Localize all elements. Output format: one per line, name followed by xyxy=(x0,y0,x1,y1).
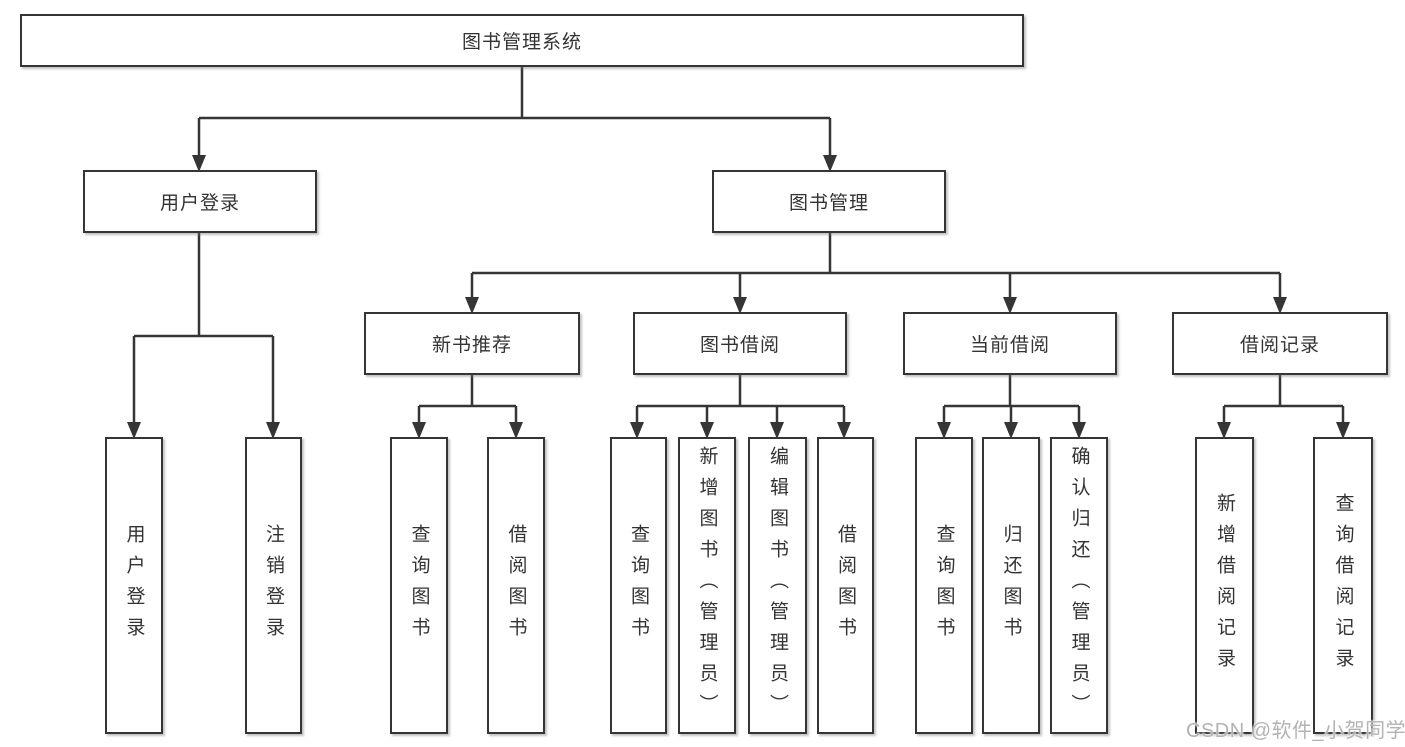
arrow-down-icon xyxy=(1004,422,1018,439)
node-label: 图书借阅 xyxy=(699,335,780,356)
node-label: 新书推荐 xyxy=(431,335,512,356)
csdn-watermark: CSDN @软件_小贺同学 xyxy=(1186,720,1405,742)
node-label: 图书管理系统 xyxy=(461,32,582,53)
node-current-borrowing: 当前借阅 xyxy=(903,312,1117,375)
node-book-management: 图书管理 xyxy=(712,170,946,233)
leaf-records-query-record: 查询借阅记录 xyxy=(1313,437,1373,734)
node-label: 编辑图书（管理员） xyxy=(767,446,788,725)
node-label: 图书管理 xyxy=(788,193,869,214)
node-label: 借阅记录 xyxy=(1239,335,1320,356)
arrow-down-icon xyxy=(266,422,280,439)
arrow-down-icon xyxy=(823,155,837,172)
arrow-down-icon xyxy=(1273,297,1287,314)
node-label: 用户登录 xyxy=(123,523,145,648)
arrow-down-icon xyxy=(770,422,784,439)
leaf-recommend-borrow-books: 借阅图书 xyxy=(487,437,545,734)
arrow-down-icon xyxy=(127,422,141,439)
leaf-borrowing-borrow-books: 借阅图书 xyxy=(817,437,874,734)
node-label: 查询借阅记录 xyxy=(1332,492,1354,679)
node-label: 当前借阅 xyxy=(969,335,1050,356)
arrow-down-icon xyxy=(509,422,523,439)
leaf-borrowing-add-books-admin: 新增图书（管理员） xyxy=(678,437,736,734)
node-label: 查询图书 xyxy=(408,523,430,648)
arrow-down-icon xyxy=(412,422,426,439)
node-borrowing-records: 借阅记录 xyxy=(1172,312,1388,375)
node-label: 用户登录 xyxy=(159,193,240,214)
arrow-down-icon xyxy=(630,422,644,439)
leaf-borrowing-edit-books-admin: 编辑图书（管理员） xyxy=(748,437,807,734)
connector-path xyxy=(132,67,1345,424)
leaf-current-confirm-return-admin: 确认归还（管理员） xyxy=(1050,437,1108,734)
node-label: 查询图书 xyxy=(628,523,649,648)
node-label: 借阅图书 xyxy=(505,523,527,648)
node-label: 借阅图书 xyxy=(835,523,856,648)
node-book-borrowing: 图书借阅 xyxy=(633,312,847,375)
leaf-user-login: 用户登录 xyxy=(105,437,163,734)
arrowheads xyxy=(127,155,1350,439)
leaf-current-query-books: 查询图书 xyxy=(915,437,973,734)
arrow-down-icon xyxy=(192,155,206,172)
node-label: 确认归还（管理员） xyxy=(1068,446,1090,725)
leaf-recommend-query-books: 查询图书 xyxy=(390,437,448,734)
leaf-current-return-books: 归还图书 xyxy=(982,437,1040,734)
node-label: 查询图书 xyxy=(933,523,955,648)
node-label: 新增图书（管理员） xyxy=(696,446,718,725)
leaf-records-add-record: 新增借阅记录 xyxy=(1195,437,1254,734)
arrow-down-icon xyxy=(700,422,714,439)
arrow-down-icon xyxy=(937,422,951,439)
node-label: 新增借阅记录 xyxy=(1214,492,1235,679)
arrow-down-icon xyxy=(1072,422,1086,439)
arrow-down-icon xyxy=(733,297,747,314)
arrow-down-icon xyxy=(1003,297,1017,314)
node-root: 图书管理系统 xyxy=(20,14,1024,67)
arrow-down-icon xyxy=(837,422,851,439)
leaf-logout-login: 注销登录 xyxy=(245,437,302,734)
node-user-login: 用户登录 xyxy=(83,170,317,233)
arrow-down-icon xyxy=(1336,422,1350,439)
arrow-down-icon xyxy=(1217,422,1231,439)
node-new-book-recommend: 新书推荐 xyxy=(364,312,580,375)
arrow-down-icon xyxy=(465,297,479,314)
node-label: 注销登录 xyxy=(263,523,284,648)
node-label: 归还图书 xyxy=(1000,523,1022,648)
leaf-borrowing-query-books: 查询图书 xyxy=(610,437,667,734)
